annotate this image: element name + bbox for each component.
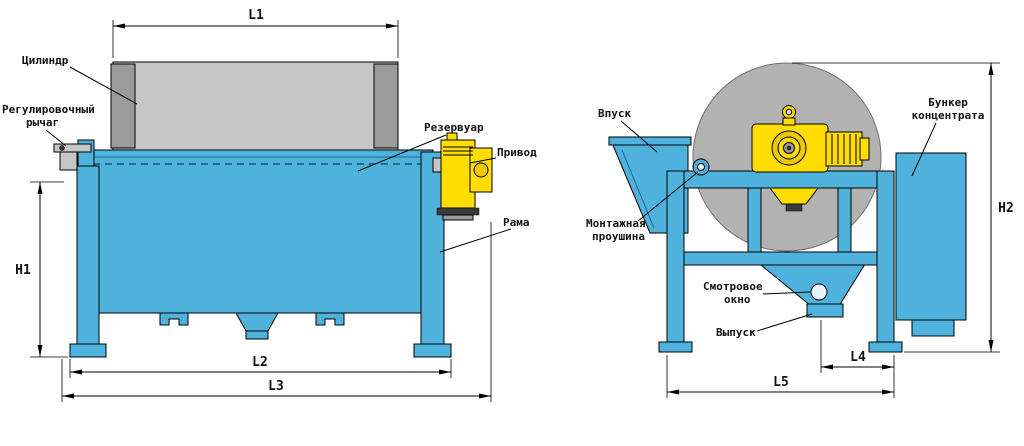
dimension-l5: L5	[666, 355, 894, 398]
callout-window-line1: Смотровое	[703, 280, 763, 293]
central-drive	[751, 105, 870, 212]
frame-cross-beam	[683, 251, 878, 266]
lifting-eye-hole	[785, 108, 793, 116]
drive-face-circle	[473, 162, 489, 178]
frame-post-right	[837, 187, 852, 259]
dimension-l4: L4	[820, 320, 895, 398]
drive-under-bracket	[769, 187, 819, 205]
adjustment-lever-mechanism	[53, 139, 95, 173]
right-foot	[413, 343, 452, 358]
dimension-h1: H1	[15, 181, 68, 358]
callout-lug-line1: Монтажная	[586, 217, 646, 230]
leader-cylinder	[69, 66, 138, 105]
leader-lug	[637, 171, 699, 222]
leader-frame	[439, 228, 512, 253]
frame-left-leg	[666, 170, 685, 350]
lug-hole	[697, 163, 705, 171]
frame-legs	[69, 151, 452, 358]
callout-inlet: Впуск	[598, 107, 631, 120]
concentrate-hopper-spout	[911, 319, 955, 337]
inlet-hopper-rim	[608, 136, 692, 146]
reservoir-tank	[86, 149, 434, 340]
cylinder-body	[112, 61, 399, 151]
dim-label-l3: L3	[268, 379, 284, 394]
dimension-h2: H2	[792, 62, 1014, 353]
drive-base	[436, 207, 480, 216]
leader-outlet	[756, 313, 813, 332]
tank-body	[86, 149, 434, 314]
dim-label-l5: L5	[773, 375, 789, 390]
end-frame	[658, 170, 903, 353]
callout-lug-line2: проушина	[592, 230, 645, 243]
discharge-funnel	[748, 255, 871, 318]
drive-unit	[432, 132, 493, 221]
left-foot	[69, 343, 107, 358]
cylinder-left-cap	[110, 63, 136, 149]
callout-window-line2: окно	[724, 293, 751, 306]
leader-inlet	[620, 120, 658, 153]
concentrate-hopper-body	[895, 152, 967, 321]
dim-label-h2: H2	[998, 201, 1014, 216]
dim-label-l4: L4	[850, 350, 866, 365]
dim-label-l1: L1	[248, 8, 264, 23]
dimension-l3: L3	[61, 222, 492, 402]
motor-fins	[831, 134, 857, 164]
tank-bottom-chute	[235, 312, 279, 332]
frame-right-foot	[868, 341, 903, 353]
tank-bottom-bracket-right	[315, 312, 345, 326]
frame-left-foot	[658, 341, 693, 353]
inlet-hopper-fold	[621, 149, 655, 229]
callout-hopper-line1: Бункер	[928, 96, 968, 109]
side-view: L1 H1 L2 L3 Цилиндр Регулировочный	[2, 8, 537, 402]
left-leg	[76, 165, 100, 349]
frame-post-left	[747, 187, 762, 259]
callout-reservoir: Резервуар	[424, 121, 484, 134]
cylinder-right-cap	[373, 63, 399, 149]
callout-frame: Рама	[503, 216, 530, 229]
end-view: H2 L4 L5 Впуск Монтажная проушина Смотро…	[586, 62, 1014, 398]
leader-reservoir	[357, 134, 447, 172]
leader-lever	[45, 129, 67, 147]
callout-lever-line1: Регулировочный	[2, 103, 95, 116]
dim-label-l2: L2	[252, 355, 268, 370]
leader-drive	[469, 157, 497, 164]
shaft-center	[786, 145, 792, 151]
tank-bottom-bracket-left	[159, 312, 189, 326]
frame-right-leg	[876, 170, 895, 350]
callout-drive: Привод	[497, 146, 537, 159]
tank-bottom-chute-spout	[245, 330, 269, 340]
cylinder-drum	[110, 61, 399, 151]
callout-outlet: Выпуск	[716, 326, 756, 339]
inspection-window	[810, 283, 828, 301]
callout-hopper-line2: концентрата	[912, 109, 985, 122]
dimension-l2: L2	[69, 355, 452, 378]
lever-pivot	[59, 145, 65, 151]
callout-cylinder: Цилиндр	[22, 54, 69, 67]
leader-hopper	[911, 122, 937, 177]
drive-base-plate	[442, 214, 474, 221]
mounting-lug	[692, 158, 710, 176]
motor-end-cap	[859, 137, 870, 161]
outlet-spout	[806, 303, 844, 318]
side-view-callouts: Цилиндр Регулировочный рычаг Резервуар П…	[2, 54, 537, 253]
lever-block	[59, 151, 78, 171]
dim-label-h1: H1	[15, 263, 31, 278]
drive-under-base	[785, 203, 803, 212]
leader-window	[762, 291, 811, 295]
lifting-eye-neck	[782, 117, 796, 126]
dimension-l1: L1	[112, 8, 399, 58]
concentrate-hopper	[895, 152, 967, 337]
end-view-callouts: Впуск Монтажная проушина Смотровое окно …	[586, 96, 984, 339]
callout-lever-line2: рычаг	[26, 116, 59, 129]
